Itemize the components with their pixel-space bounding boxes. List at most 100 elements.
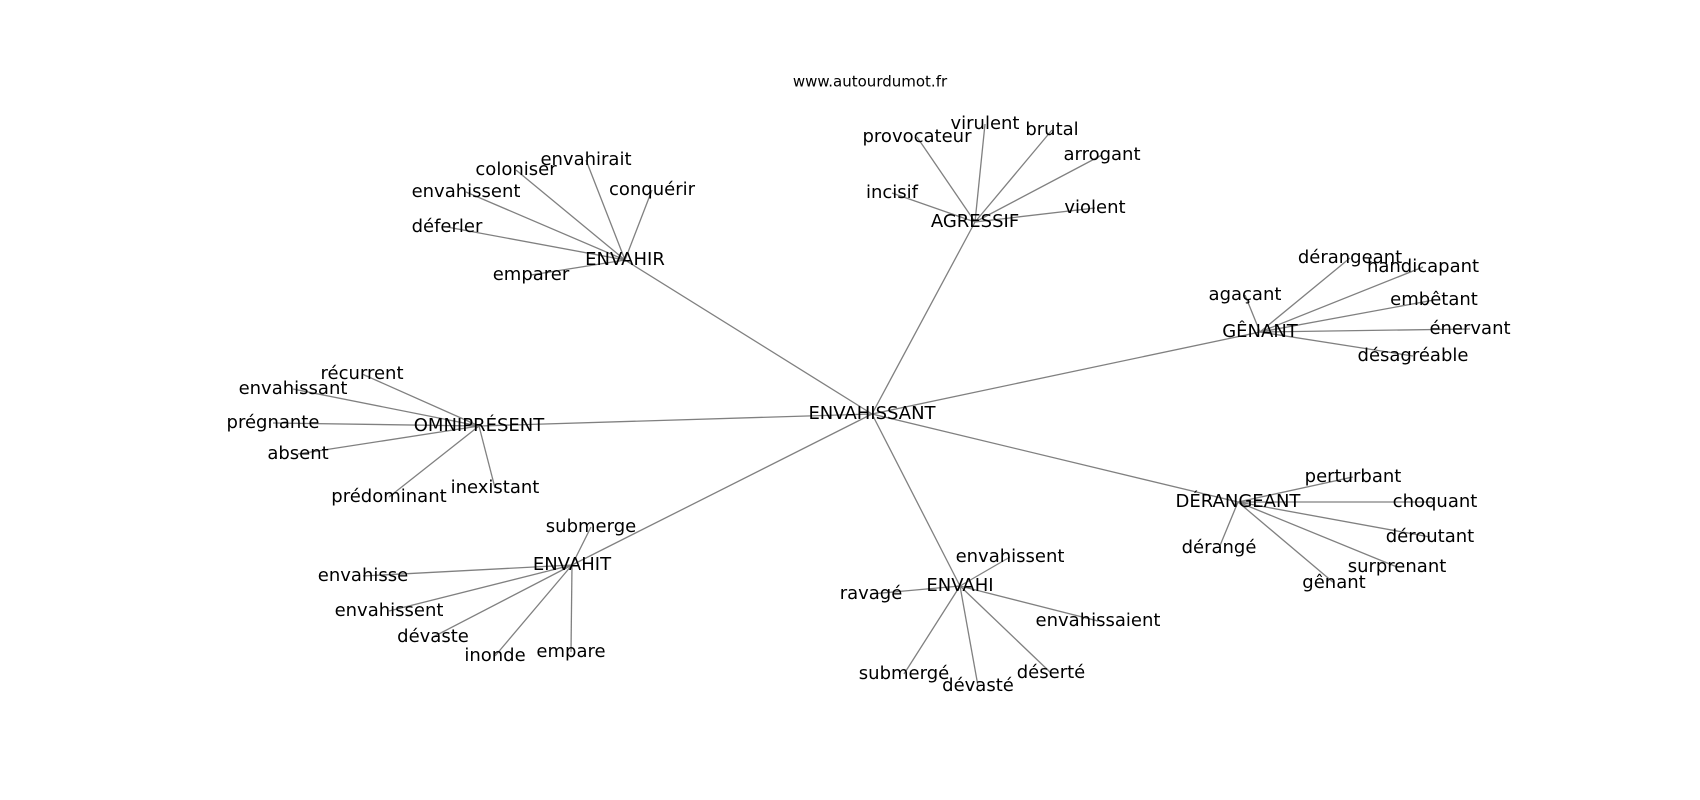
edge-agressif-brutal <box>974 129 1053 223</box>
edge-omnipresent-recurrent <box>361 373 480 427</box>
leaf-node-agressif-brutal[interactable]: brutal <box>1025 119 1078 140</box>
leaf-node-envahir-envahirait[interactable]: envahirait <box>540 149 631 170</box>
edge-derangeant-perturbant <box>1237 476 1354 503</box>
edge-envahi-envahissent <box>959 556 1011 587</box>
leaf-node-derangeant-derange[interactable]: dérangé <box>1182 537 1257 558</box>
edge-agressif-incisif <box>891 192 976 223</box>
edge-envahir-coloniser <box>515 169 626 261</box>
leaf-node-derangeant-deroutant[interactable]: déroutant <box>1386 526 1474 547</box>
edge-envahi-devaste <box>959 585 979 687</box>
edge-envahir-envahissent <box>465 191 626 261</box>
edge-envahit-envahisse <box>362 564 573 577</box>
leaf-node-agressif-violent[interactable]: violent <box>1064 197 1125 218</box>
leaf-node-omnipresent-recurrent[interactable]: récurrent <box>320 363 403 384</box>
edge-omnipresent-envahissant <box>292 388 480 427</box>
hub-node-omnipresent[interactable]: OMNIPRÉSENT <box>414 414 545 436</box>
edge-envahir-conquerir <box>624 189 653 261</box>
leaf-node-envahit-empare[interactable]: empare <box>536 641 605 662</box>
edge-envahir-envahirait <box>585 159 626 261</box>
edge-genant-handicapant <box>1259 266 1424 333</box>
edge-center-derangeant <box>871 413 1239 503</box>
edge-agressif-arrogant <box>974 154 1103 223</box>
leaf-node-omnipresent-envahissant[interactable]: envahissant <box>239 378 348 399</box>
leaf-node-genant-handicapant[interactable]: handicapant <box>1367 256 1479 277</box>
edge-derangeant-genant <box>1237 501 1335 584</box>
leaf-node-envahir-coloniser[interactable]: coloniser <box>475 159 557 180</box>
leaf-node-envahit-inonde[interactable]: inonde <box>464 645 525 666</box>
edge-agressif-virulent <box>974 123 986 223</box>
edge-derangeant-derange <box>1218 501 1239 549</box>
leaf-node-omnipresent-pregnante[interactable]: prégnante <box>227 412 320 433</box>
hub-node-envahit[interactable]: ENVAHIT <box>533 554 612 575</box>
leaf-node-omnipresent-absent[interactable]: absent <box>267 443 328 464</box>
edge-agressif-provocateur <box>916 136 976 223</box>
center-word-node[interactable]: ENVAHISSANT <box>808 403 936 424</box>
edge-center-agressif <box>871 221 976 415</box>
leaf-node-envahit-envahisse[interactable]: envahisse <box>318 565 408 586</box>
edge-derangeant-deroutant <box>1237 501 1431 538</box>
leaf-node-omnipresent-inexistant[interactable]: inexistant <box>451 477 540 498</box>
edge-genant-desagreable <box>1259 331 1414 357</box>
leaf-node-envahit-devaste[interactable]: dévaste <box>397 626 469 647</box>
hub-node-derangeant[interactable]: DÉRANGEANT <box>1176 490 1302 512</box>
leaf-node-derangeant-genant[interactable]: gênant <box>1302 572 1365 593</box>
edge-envahir-deferler <box>446 226 626 261</box>
leaf-node-derangeant-choquant[interactable]: choquant <box>1393 491 1478 512</box>
leaf-node-genant-desagreable[interactable]: désagréable <box>1358 345 1469 366</box>
edge-genant-derangeant <box>1259 257 1351 333</box>
edge-envahit-empare <box>570 564 573 653</box>
leaf-node-envahir-deferler[interactable]: déferler <box>412 216 483 237</box>
leaf-node-agressif-virulent[interactable]: virulent <box>950 113 1019 134</box>
leaf-node-envahi-devaste[interactable]: dévasté <box>942 675 1014 696</box>
leaf-node-envahit-submerge[interactable]: submerge <box>546 516 636 537</box>
hub-node-agressif[interactable]: AGRESSIF <box>931 211 1019 232</box>
leaf-node-envahir-conquerir[interactable]: conquérir <box>609 179 696 200</box>
leaf-node-envahi-envahissaient[interactable]: envahissaient <box>1036 610 1161 631</box>
edge-genant-enervant <box>1259 328 1471 333</box>
edge-derangeant-surprenant <box>1237 501 1398 568</box>
leaf-node-agressif-arrogant[interactable]: arrogant <box>1063 144 1140 165</box>
edge-envahit-devaste <box>432 564 573 638</box>
leaf-node-derangeant-surprenant[interactable]: surprenant <box>1348 556 1447 577</box>
hub-node-envahir[interactable]: ENVAHIR <box>585 249 665 270</box>
leaf-node-omnipresent-predominant[interactable]: prédominant <box>331 486 446 507</box>
leaf-node-agressif-provocateur[interactable]: provocateur <box>863 126 973 147</box>
edge-envahi-ravage <box>870 585 961 595</box>
edge-envahit-inonde <box>494 564 573 657</box>
edge-omnipresent-absent <box>297 425 480 455</box>
leaf-node-genant-enervant[interactable]: énervant <box>1429 318 1510 339</box>
source-website-label: www.autourdumot.fr <box>793 73 948 91</box>
edge-omnipresent-inexistant <box>478 425 496 489</box>
edge-envahi-envahissaient <box>959 585 1099 622</box>
leaf-node-genant-embetant[interactable]: embêtant <box>1390 289 1478 310</box>
leaf-node-genant-agacant[interactable]: agaçant <box>1209 284 1282 305</box>
hub-node-genant[interactable]: GÊNANT <box>1222 320 1299 342</box>
edge-omnipresent-predominant <box>388 425 480 498</box>
edge-envahi-deserte <box>959 585 1052 674</box>
edge-center-omnipresent <box>478 413 873 427</box>
leaf-node-envahi-ravage[interactable]: ravagé <box>840 583 903 604</box>
edge-genant-agacant <box>1244 294 1261 333</box>
leaf-node-envahir-emparer[interactable]: emparer <box>493 264 570 285</box>
leaf-node-agressif-incisif[interactable]: incisif <box>866 182 919 203</box>
edge-agressif-violent <box>974 207 1096 223</box>
edge-genant-embetant <box>1259 299 1435 333</box>
leaf-node-envahi-submerge[interactable]: submergé <box>859 663 949 684</box>
leaf-node-envahir-envahissent[interactable]: envahissent <box>412 181 521 202</box>
leaf-node-genant-derangeant[interactable]: dérangeant <box>1298 247 1402 268</box>
edges-layer <box>272 123 1471 687</box>
edge-envahi-submerge <box>903 585 961 675</box>
edge-envahir-emparer <box>530 259 626 276</box>
edge-omnipresent-pregnante <box>272 422 480 427</box>
labels-layer: ENVAHISSANTENVAHIRenvahiraitcoloniserenv… <box>227 113 1511 696</box>
edge-envahit-submerge <box>571 526 592 566</box>
edge-center-envahi <box>871 413 961 587</box>
hub-node-envahi[interactable]: ENVAHI <box>926 575 993 596</box>
edge-center-envahir <box>624 259 873 415</box>
edge-center-genant <box>871 331 1261 415</box>
leaf-node-envahi-envahissent[interactable]: envahissent <box>956 546 1065 567</box>
leaf-node-envahit-envahissent[interactable]: envahissent <box>335 600 444 621</box>
leaf-node-derangeant-perturbant[interactable]: perturbant <box>1305 466 1402 487</box>
leaf-node-envahi-deserte[interactable]: déserté <box>1017 662 1085 683</box>
